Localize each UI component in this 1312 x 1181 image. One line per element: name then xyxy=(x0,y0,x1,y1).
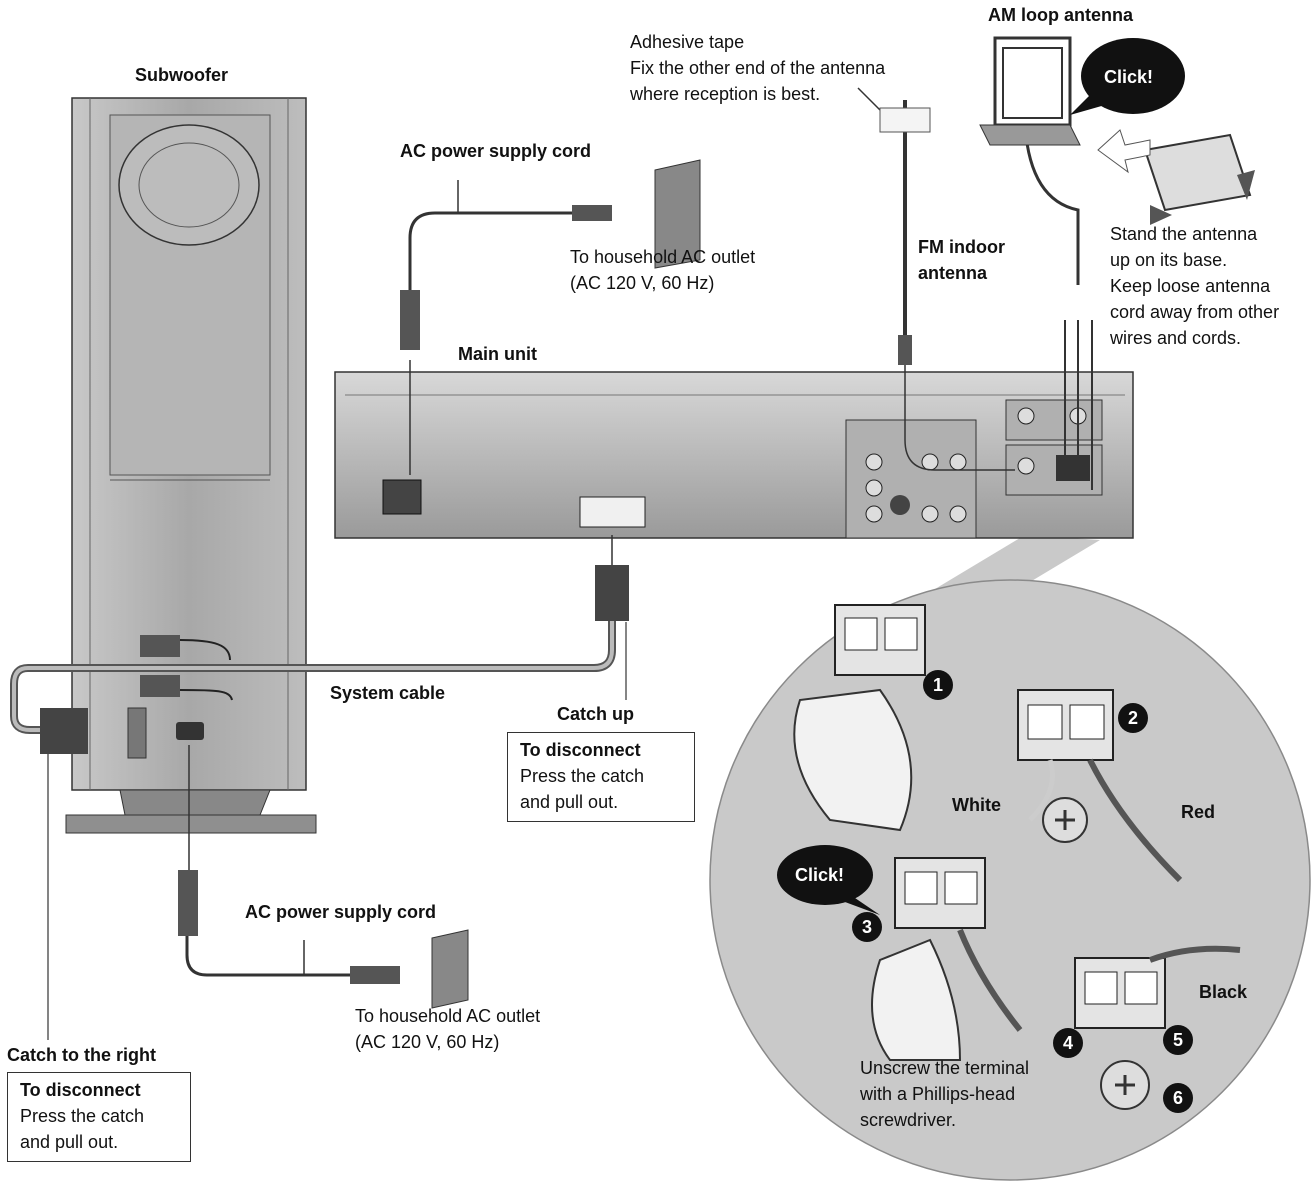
disconnect-box-main: To disconnect Press the catch and pull o… xyxy=(507,732,695,822)
stand-line1: Stand the antenna xyxy=(1110,224,1258,244)
subwoofer xyxy=(65,97,317,834)
step-badge-2 xyxy=(1118,703,1148,733)
outlet-bottom-line1: To household AC outlet xyxy=(355,1006,541,1026)
tape-line1: Adhesive tape xyxy=(630,32,745,52)
disconnect-box-main-title: To disconnect xyxy=(520,740,641,760)
disconnect-box-subwoofer: To disconnect Press the catch and pull o… xyxy=(7,1072,191,1162)
click-bubble-bottom xyxy=(777,845,880,915)
click-bubble-top xyxy=(1070,38,1185,115)
outlet-top-line1: To household AC outlet xyxy=(570,247,756,267)
unscrew-line1: Unscrew the terminal xyxy=(860,1058,1030,1078)
system-cable-label: System cable xyxy=(330,683,446,703)
step-badge-3 xyxy=(852,912,882,942)
adhesive-tape xyxy=(879,107,931,133)
ac-plug-top xyxy=(400,159,701,350)
terminal-step-1 xyxy=(793,604,926,832)
step-number-6: 6 xyxy=(1173,1088,1183,1108)
catch-right-label: Catch to the right xyxy=(7,1045,156,1065)
main-unit xyxy=(334,371,1134,539)
system-cable-plugs xyxy=(40,565,629,754)
subwoofer-label: Subwoofer xyxy=(135,65,228,85)
am-loop-label: AM loop antenna xyxy=(988,5,1133,25)
white-wire-label: White xyxy=(952,795,1001,815)
step-badges: 1 2 3 4 5 6 xyxy=(852,670,1193,1113)
ac-plug-bottom xyxy=(178,870,469,1009)
red-wire-label: Red xyxy=(1181,802,1216,822)
step-number-4: 4 xyxy=(1063,1033,1073,1053)
step-badge-5 xyxy=(1163,1025,1193,1055)
unscrew-line2: with a Phillips-head xyxy=(860,1084,1016,1104)
outlet-top-line2: (AC 120 V, 60 Hz) xyxy=(570,273,715,293)
stand-line4: cord away from other xyxy=(1110,302,1280,322)
disconnect-box-sub-line2: and pull out. xyxy=(20,1132,119,1152)
ac-cord-top-label: AC power supply cord xyxy=(400,141,592,161)
screws xyxy=(1055,810,1135,1095)
step-number-3: 3 xyxy=(862,917,872,937)
step-badge-4 xyxy=(1053,1028,1083,1058)
stand-line5: wires and cords. xyxy=(1110,328,1242,348)
black-wire-label: Black xyxy=(1199,982,1248,1002)
terminal-step-4-6 xyxy=(1074,945,1241,1110)
fm-antenna-line1: FM indoor xyxy=(918,237,1005,257)
step-number-1: 1 xyxy=(933,675,943,695)
step-number-5: 5 xyxy=(1173,1030,1183,1050)
step-badge-1 xyxy=(923,670,953,700)
stand-line2: up on its base. xyxy=(1110,250,1228,270)
catch-up-label: Catch up xyxy=(557,704,635,724)
unscrew-line3: screwdriver. xyxy=(860,1110,957,1130)
terminal-step-3 xyxy=(871,857,1023,1061)
ac-cord-bottom-label: AC power supply cord xyxy=(245,902,437,922)
am-loop-antenna xyxy=(979,36,1252,212)
terminal-step-2 xyxy=(1017,689,1183,883)
disconnect-box-main-line1: Press the catch xyxy=(520,766,645,786)
disconnect-box-main-line2: and pull out. xyxy=(520,792,619,812)
click-top-label: Click! xyxy=(1104,67,1154,87)
disconnect-box-sub-line1: Press the catch xyxy=(20,1106,145,1126)
disconnect-box-sub-title: To disconnect xyxy=(20,1080,141,1100)
outlet-bottom-line2: (AC 120 V, 60 Hz) xyxy=(355,1032,500,1052)
tape-line3: where reception is best. xyxy=(630,84,821,104)
fm-antenna-connector xyxy=(898,335,912,365)
fm-antenna-line2: antenna xyxy=(918,263,988,283)
main-unit-label: Main unit xyxy=(458,344,537,364)
step-number-2: 2 xyxy=(1128,708,1138,728)
cables xyxy=(10,87,1093,1040)
step-badge-6 xyxy=(1163,1083,1193,1113)
tape-line2: Fix the other end of the antenna xyxy=(630,58,886,78)
click-bottom-label: Click! xyxy=(795,865,845,885)
stand-line3: Keep loose antenna xyxy=(1110,276,1271,296)
arrows xyxy=(1150,170,1255,225)
